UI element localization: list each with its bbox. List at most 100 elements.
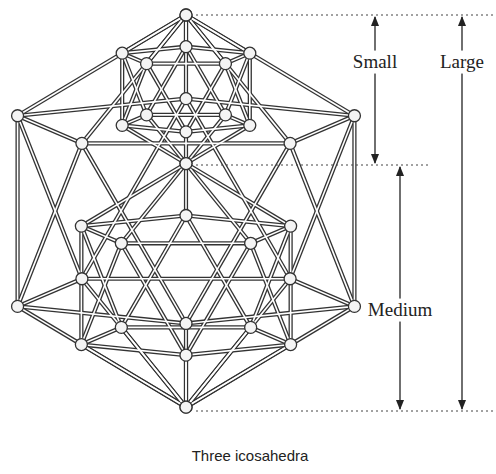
strut-highlight [122, 47, 186, 53]
dimension-arrow [399, 167, 400, 409]
strut-highlight [81, 345, 186, 408]
strut-highlight [185, 15, 187, 99]
strut-highlight [186, 47, 250, 53]
strut-highlight [186, 99, 290, 279]
strut-highlight [186, 164, 291, 227]
strut [18, 15, 186, 116]
strut-highlight [186, 216, 291, 227]
strut [290, 143, 354, 306]
strut [352, 116, 356, 307]
dimension-arrow [461, 17, 462, 409]
connector-ball [285, 339, 297, 351]
strut-highlight [186, 345, 291, 408]
strut-highlight [186, 216, 251, 328]
strut [184, 355, 188, 407]
strut [186, 15, 354, 116]
connector-ball [180, 401, 192, 413]
strut-highlight [186, 15, 354, 116]
strut-highlight [290, 116, 354, 279]
dimension-arrow [374, 17, 375, 163]
connector-ball [116, 47, 128, 59]
figure-caption: Three icosahedra [192, 447, 309, 464]
connector-ball [180, 126, 192, 138]
connector-ball [219, 58, 231, 70]
connector-ball [180, 401, 192, 413]
connector-ball [244, 47, 256, 59]
strut-highlight [18, 99, 186, 116]
strut [186, 99, 290, 279]
strut-highlight [121, 216, 186, 328]
connector-ball [12, 300, 24, 312]
connector-ball [285, 220, 297, 232]
connector-ball [180, 158, 192, 170]
connector-ball [348, 300, 360, 312]
connector-ball [180, 41, 192, 53]
dimension-label: Medium [365, 299, 435, 322]
connector-ball [245, 321, 257, 333]
strut-highlight [249, 53, 251, 125]
strut-highlight [81, 216, 186, 227]
connector-ball [245, 237, 257, 249]
strut-highlight [290, 279, 354, 307]
connector-ball [141, 109, 153, 121]
strut-highlight [18, 306, 186, 407]
strut [184, 323, 188, 407]
strut-highlight [18, 143, 82, 306]
connector-ball [180, 9, 192, 21]
dotted-guide [196, 411, 494, 412]
strut-highlight [185, 323, 187, 407]
connector-ball [284, 273, 296, 285]
strut-highlight [121, 242, 250, 244]
connector-ball [115, 321, 127, 333]
strut-highlight [147, 47, 186, 115]
connector-ball [180, 349, 192, 361]
strut-highlight [147, 114, 226, 116]
strut [120, 53, 124, 125]
strut-highlight [186, 125, 250, 163]
wireframe [12, 9, 361, 413]
connector-ball [76, 137, 88, 149]
strut-highlight [82, 278, 290, 280]
strut [15, 116, 19, 307]
dotted-guide [196, 165, 430, 166]
strut-highlight [186, 47, 225, 115]
strut [186, 306, 354, 407]
connector-ball [12, 110, 24, 122]
strut-highlight [122, 125, 186, 163]
strut-highlight [18, 116, 82, 279]
strut-highlight [82, 143, 186, 323]
strut-highlight [186, 306, 354, 407]
strut-highlight [18, 15, 186, 116]
connector-ball [75, 339, 87, 351]
strut-highlight [185, 164, 187, 216]
strut [18, 306, 186, 407]
connector-ball [141, 58, 153, 70]
strut-highlight [81, 164, 186, 227]
connector-ball [348, 110, 360, 122]
connector-ball [115, 237, 127, 249]
connector-ball [180, 158, 192, 170]
dotted-guide [196, 15, 494, 16]
strut-highlight [186, 99, 354, 116]
connector-ball [116, 119, 128, 131]
strut-highlight [121, 53, 123, 125]
connector-ball [180, 9, 192, 21]
connector-ball [75, 220, 87, 232]
strut [186, 164, 291, 227]
strut [147, 113, 226, 117]
strut [186, 345, 291, 408]
strut-highlight [82, 99, 186, 279]
strut [82, 99, 186, 279]
dimension-label: Large [437, 51, 487, 74]
strut [82, 277, 290, 281]
connector-ball [180, 210, 192, 222]
connector-ball [76, 273, 88, 285]
dimension-label: Small [350, 51, 400, 74]
connector-ball [219, 109, 231, 121]
strut [184, 15, 188, 99]
strut-highlight [354, 116, 356, 307]
strut [81, 164, 186, 227]
